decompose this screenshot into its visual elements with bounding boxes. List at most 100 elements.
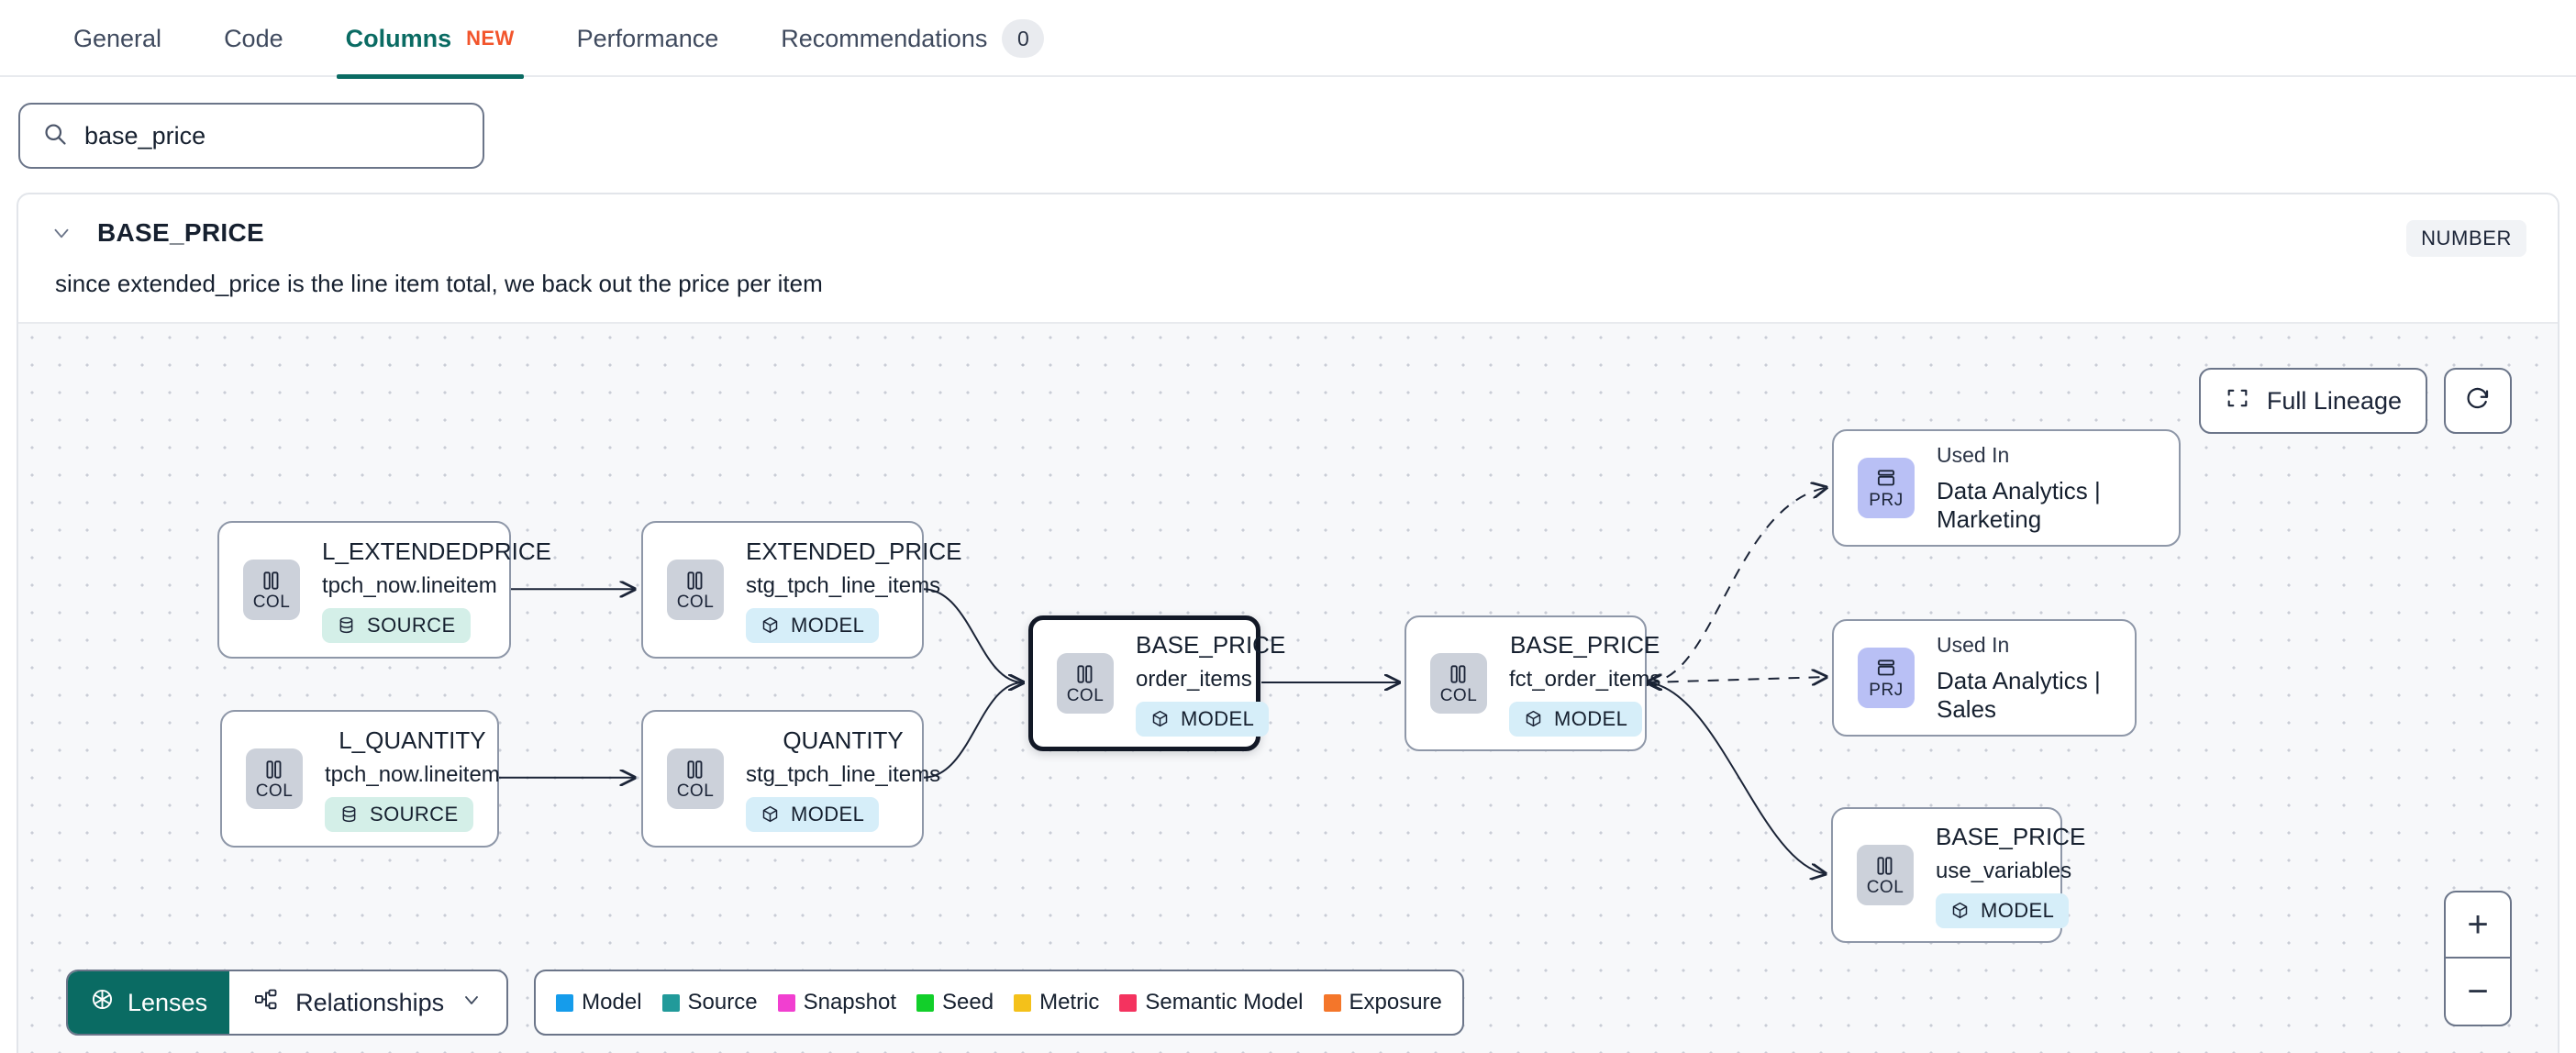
node-subtitle: tpch_now.lineitem [325, 761, 500, 787]
search-input[interactable] [84, 121, 461, 150]
column-type-icon-box: COL [667, 560, 724, 620]
columns-icon [266, 760, 282, 779]
tab-recommendations[interactable]: Recommendations 0 [749, 0, 1075, 77]
new-badge: NEW [466, 27, 515, 50]
tab-label: Recommendations [781, 24, 988, 52]
tab-bar: General Code Columns NEW Performance Rec… [0, 0, 2576, 79]
node-subtitle: use_variables [1936, 858, 2072, 883]
legend-item-snapshot[interactable]: Snapshot [777, 990, 897, 1015]
node-kind-badge: MODEL [746, 607, 880, 643]
node-kind-badge: MODEL [1509, 701, 1643, 737]
legend-swatch [916, 993, 935, 1012]
column-type-icon-box: COL [246, 748, 303, 809]
column-type-badge: NUMBER [2406, 220, 2526, 257]
node-subtitle: stg_tpch_line_items [746, 761, 941, 787]
node-kind-label: MODEL [791, 802, 865, 826]
columns-icon [1877, 857, 1893, 875]
zoom-out-button[interactable]: − [2467, 970, 2489, 1012]
node-kind-badge: MODEL [746, 796, 880, 832]
lineage-legend: Model Source Snapshot Seed Metric [534, 970, 1464, 1036]
chevron-down-icon[interactable] [50, 221, 73, 245]
refresh-icon [2464, 384, 2492, 418]
canvas-top-controls: Full Lineage [2198, 368, 2512, 434]
node-name: BASE_PRICE [1136, 630, 1286, 659]
lenses-button[interactable]: Lenses [68, 971, 230, 1034]
node-kind-label: MODEL [1181, 706, 1255, 730]
full-lineage-label: Full Lineage [2266, 386, 2402, 415]
node-kind-badge: SOURCE [325, 796, 473, 832]
legend-label: Snapshot [803, 990, 897, 1014]
lineage-node-base-price-order-items[interactable]: COL BASE_PRICE order_items MODEL [1028, 615, 1285, 751]
lineage-node-project-sales[interactable]: PRJ Used In Data Analytics | Sales [1832, 619, 2137, 737]
tab-code[interactable]: Code [193, 0, 315, 77]
used-in-label: Used In [1937, 442, 2010, 467]
node-subtitle: stg_tpch_line_items [746, 572, 941, 598]
columns-icon [1450, 665, 1466, 683]
node-kind-label: MODEL [1554, 706, 1628, 730]
legend-item-model[interactable]: Model [556, 990, 642, 1015]
search-icon [42, 121, 68, 151]
project-name: Data Analytics | Sales [1937, 666, 2101, 723]
tab-label: Performance [576, 24, 719, 52]
relationships-dropdown[interactable]: Relationships [229, 971, 506, 1034]
tab-label: Code [224, 24, 283, 52]
lineage-node-l-extendedprice[interactable]: COL L_EXTENDEDPRICE tpch_now.lineitem SO… [217, 521, 551, 659]
column-detail-panel: BASE_PRICE NUMBER since extended_price i… [17, 193, 2559, 1053]
used-in-label: Used In [1937, 632, 2010, 657]
tab-label: General [73, 24, 162, 52]
tab-performance[interactable]: Performance [546, 0, 750, 77]
columns-icon [687, 571, 703, 590]
zoom-in-button[interactable]: + [2446, 892, 2510, 959]
legend-label: Seed [942, 990, 994, 1014]
legend-swatch [556, 993, 574, 1012]
cube-icon [762, 616, 778, 634]
legend-item-semantic-model[interactable]: Semantic Model [1119, 990, 1304, 1015]
relationships-icon [253, 987, 279, 1019]
expand-icon [2225, 385, 2250, 417]
tab-general[interactable]: General [42, 0, 193, 77]
lenses-label: Lenses [128, 988, 208, 1016]
node-kind-label: SOURCE [370, 802, 459, 826]
legend-swatch [777, 993, 795, 1012]
tab-label: Columns [345, 24, 452, 52]
lineage-canvas[interactable]: COL L_EXTENDEDPRICE tpch_now.lineitem SO… [18, 322, 2558, 1053]
legend-item-seed[interactable]: Seed [916, 990, 994, 1015]
refresh-button[interactable] [2444, 368, 2512, 434]
node-subtitle: tpch_now.lineitem [322, 572, 497, 598]
search-area [0, 77, 2576, 169]
column-description: since extended_price is the line item to… [55, 270, 823, 297]
column-header: BASE_PRICE NUMBER since extended_price i… [18, 194, 2558, 298]
legend-swatch [1119, 993, 1138, 1012]
legend-swatch [661, 993, 680, 1012]
node-kind-label: MODEL [1981, 898, 2055, 922]
archive-icon [1877, 470, 1895, 486]
lineage-node-quantity[interactable]: COL QUANTITY stg_tpch_line_items MODEL [641, 710, 940, 848]
aperture-icon [90, 987, 115, 1018]
lineage-node-base-price-fct-order-items[interactable]: COL BASE_PRICE fct_order_items MODEL [1405, 615, 1660, 751]
node-type-code: COL [255, 781, 294, 801]
tab-columns[interactable]: Columns NEW [315, 0, 546, 79]
legend-item-metric[interactable]: Metric [1014, 990, 1099, 1015]
node-name: L_QUANTITY [339, 726, 486, 754]
legend-label: Semantic Model [1145, 990, 1304, 1014]
legend-item-source[interactable]: Source [661, 990, 758, 1015]
search-box[interactable] [18, 103, 484, 169]
legend-label: Exposure [1349, 990, 1442, 1014]
full-lineage-button[interactable]: Full Lineage [2198, 368, 2427, 434]
project-type-icon-box: PRJ [1858, 648, 1915, 708]
lineage-node-project-marketing[interactable]: PRJ Used In Data Analytics | Marketing [1832, 429, 2181, 547]
lineage-node-extended-price[interactable]: COL EXTENDED_PRICE stg_tpch_line_items M… [641, 521, 962, 659]
cube-icon [762, 805, 778, 823]
column-type-icon-box: COL [1857, 845, 1914, 905]
node-kind-badge: SOURCE [322, 607, 471, 643]
node-kind-badge: MODEL [1936, 892, 2070, 928]
archive-icon [1877, 660, 1895, 676]
lineage-node-base-price-use-variables[interactable]: COL BASE_PRICE use_variables MODEL [1831, 807, 2085, 943]
node-type-code: PRJ [1869, 491, 1904, 510]
node-name: QUANTITY [783, 726, 904, 754]
cube-icon [1952, 902, 1968, 919]
legend-item-exposure[interactable]: Exposure [1323, 990, 1442, 1015]
node-name: BASE_PRICE [1936, 822, 2086, 850]
lineage-node-l-quantity[interactable]: COL L_QUANTITY tpch_now.lineitem SOURCE [220, 710, 500, 848]
recommendations-count-badge: 0 [1002, 19, 1045, 58]
